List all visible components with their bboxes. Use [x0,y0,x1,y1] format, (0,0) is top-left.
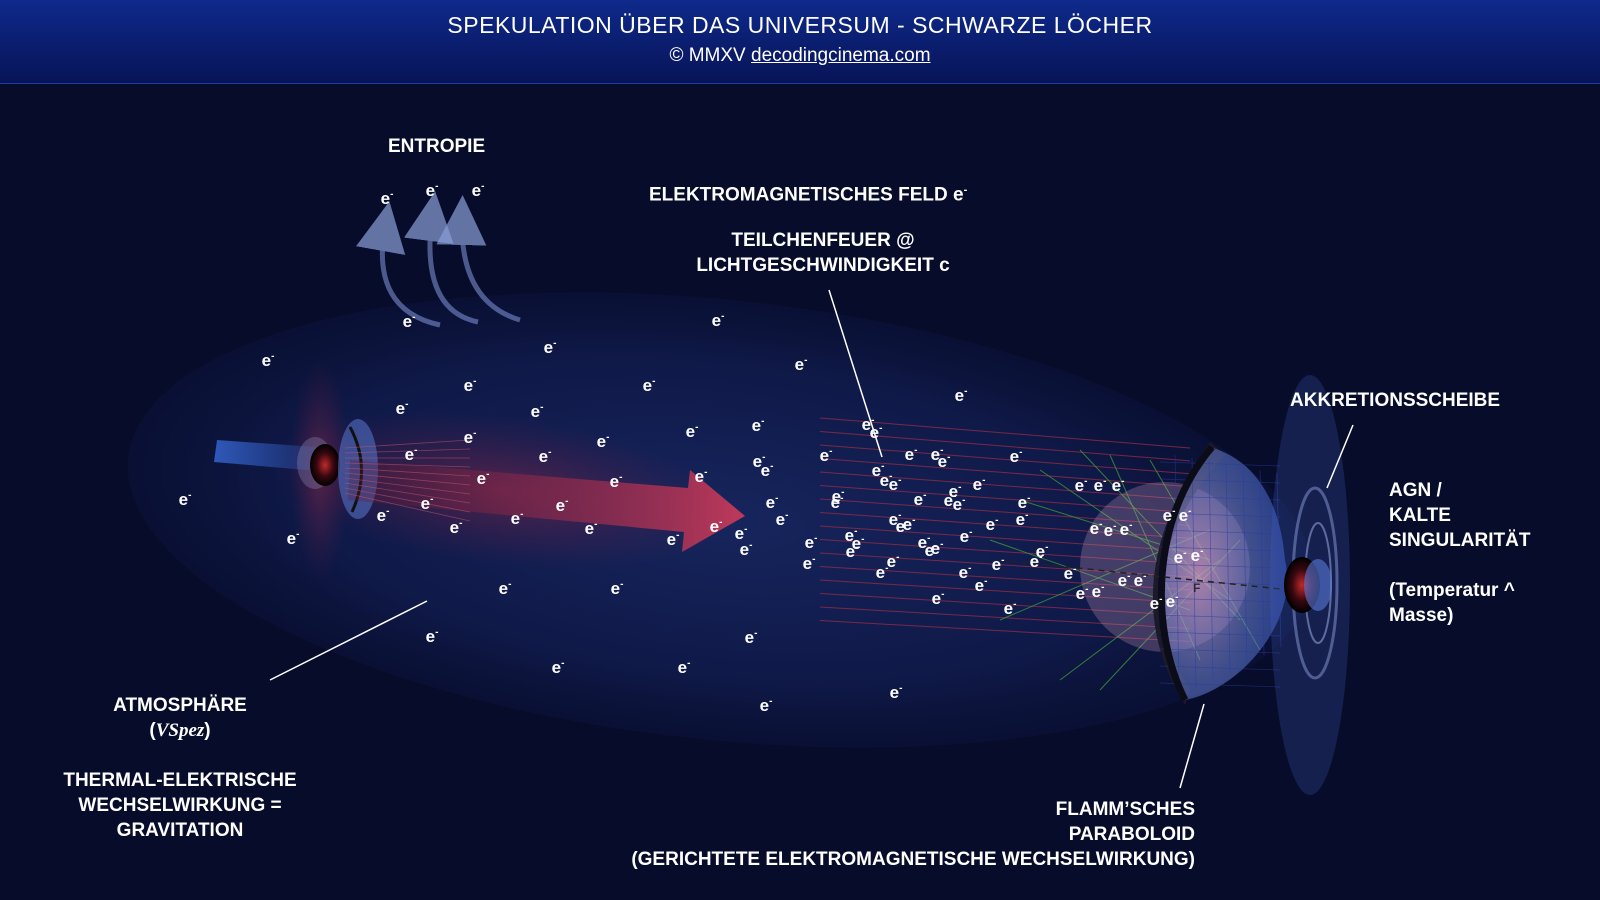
focus-label: F [1193,581,1200,595]
agn-line-1: AGN / [1389,480,1442,501]
flamm-line-2: PARABOLOID [1068,824,1195,845]
em-feld-charge: - [963,184,968,196]
teilchenfeuer-line-2: LICHTGESCHWINDIGKEIT c [696,255,950,276]
label-entropie: ENTROPIE [388,136,486,157]
label-thermal: THERMAL-ELEKTRISCHE WECHSELWIRKUNG = GRA… [40,768,320,843]
label-em-feld: ELEKTROMAGNETISCHES FELD e- [649,178,967,207]
vspez-line: (VSpez) [40,718,320,743]
paraboloid-pointer [1179,703,1205,789]
electron: e- [426,181,439,200]
teilchenfeuer-pointer [828,289,883,458]
agn-line-2: KALTE [1389,505,1451,526]
vspez-open: ( [149,720,156,741]
flamm-paraboloid [999,442,1291,705]
vspez-close: ) [204,720,211,741]
page-title: SPEKULATION ÜBER DAS UNIVERSUM - SCHWARZ… [447,12,1153,38]
label-atmosphaere: ATMOSPHÄRE (VSpez) [40,693,320,743]
flamm-line-1: FLAMM’SCHES [1055,799,1195,820]
copyright-text: © MMXV [669,45,746,66]
atmosphaere-line: ATMOSPHÄRE [113,695,247,716]
header-banner: SPEKULATION ÜBER DAS UNIVERSUM - SCHWARZ… [0,0,1600,84]
copyright-line: © MMXV decodingcinema.com [0,45,1600,67]
diagram-canvas: F e-e-e-e-e-e-e-e-e-e-e-e-e-e-e-e-e-e-e-… [127,181,1354,795]
agn-line-5: Masse) [1389,605,1454,626]
label-teilchenfeuer: TEILCHENFEUER @ LICHTGESCHWINDIGKEIT c [668,228,978,278]
entropy-arrows [356,191,521,328]
thermal-line-3: GRAVITATION [116,820,244,841]
website-link[interactable]: decodingcinema.com [751,45,931,66]
thermal-line-2: WECHSELWIRKUNG = [78,795,282,816]
electron: e- [381,189,394,208]
label-akkretion: AKKRETIONSSCHEIBE [1290,390,1501,411]
agn-line-4: (Temperatur ^ [1389,580,1515,601]
left-rays [344,439,471,522]
em-feld-text: ELEKTROMAGNETISCHES FELD e [649,184,964,206]
accretion-disk [1270,375,1350,795]
inflow-arrow [214,440,330,472]
flamm-line-3: (GERICHTETE ELEKTROMAGNETISCHE WECHSELWI… [631,849,1195,870]
agn-line-3: SINGULARITÄT [1389,530,1531,551]
teilchenfeuer-line-1: TEILCHENFEUER @ [731,230,915,251]
label-agn: AGN / KALTE SINGULARITÄT (Temperatur ^ M… [1389,478,1530,628]
vspez-symbol: VSpez [155,720,205,741]
akkretion-pointer [1326,424,1354,489]
atmosphere-pointer [269,600,428,681]
thermal-line-1: THERMAL-ELEKTRISCHE [63,770,297,791]
electron: e- [472,181,485,200]
label-flamm: FLAMM’SCHES PARABOLOID (GERICHTETE ELEKT… [560,797,1195,872]
